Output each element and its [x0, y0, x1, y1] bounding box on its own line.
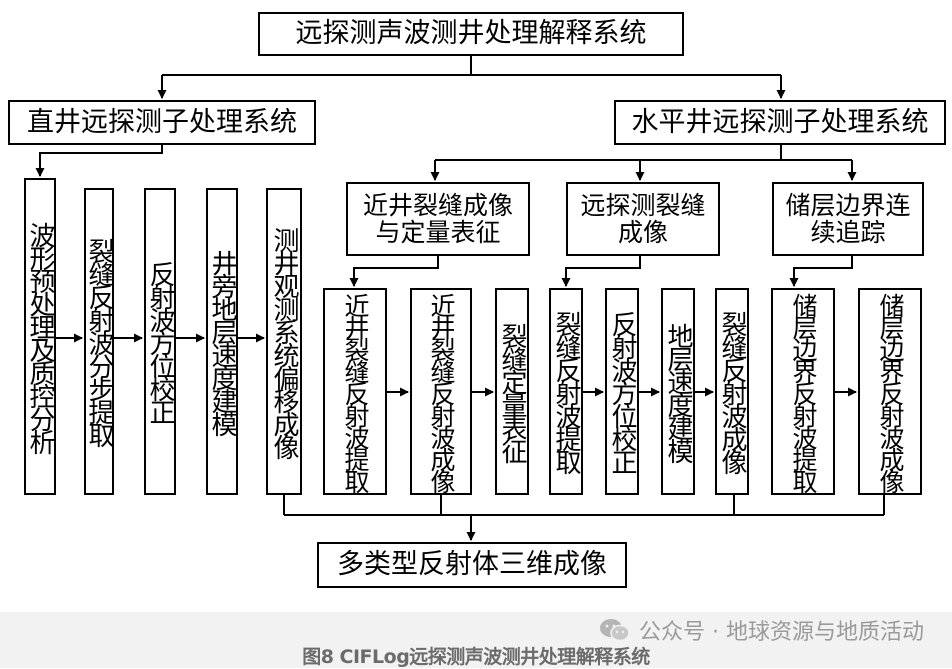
- connector-lines: [35, 56, 885, 541]
- far-step-3-box: 地层速度建模: [661, 288, 695, 495]
- footer: 公众号 · 地球资源与地质活动 图8 CIFLog远探测声波测井处理解释系统: [0, 612, 952, 668]
- near-well-step-1-box: 近井裂缝反射波提取: [323, 288, 387, 495]
- far-step-2-label: 反射波方位校正: [607, 311, 638, 472]
- vertical-step-3-box: 反射波方位校正: [144, 188, 176, 495]
- near-well-step-2-label: 近井裂缝反射波成像: [427, 292, 456, 491]
- far-step-2-box: 反射波方位校正: [605, 288, 639, 495]
- boundary-step-2-box: 储层边界反射波成像: [858, 288, 922, 495]
- horizontal-subsystem-label: 水平井远探测子处理系统: [631, 106, 929, 138]
- watermark-text: 公众号 · 地球资源与地质活动: [639, 620, 924, 645]
- near-well-group-box: 近井裂缝成像与定量表征: [346, 182, 530, 256]
- vertical-step-2-box: 裂缝反射波分步提取: [84, 188, 114, 495]
- far-step-4-label: 裂缝反射波成像: [717, 311, 748, 472]
- near-well-step-3-label: 裂缝定量表征: [497, 322, 528, 461]
- vertical-step-4-box: 井旁地层速度建模: [206, 188, 238, 495]
- boundary-step-1-box: 储层边界反射波提取: [771, 288, 835, 495]
- watermark: 公众号 · 地球资源与地质活动: [599, 614, 924, 646]
- result-box: 多类型反射体三维成像: [317, 542, 627, 588]
- near-well-step-1-label: 近井裂缝反射波提取: [341, 292, 370, 491]
- near-well-step-3-box: 裂缝定量表征: [495, 288, 529, 495]
- near-well-step-2-box: 近井裂缝反射波成像: [410, 288, 472, 495]
- root-system-label: 远探测声波测井处理解释系统: [295, 18, 647, 50]
- vertical-step-4-label: 井旁地层速度建模: [207, 249, 238, 434]
- far-detection-group-box: 远探测裂缝成像: [566, 182, 720, 256]
- vertical-step-1-label: 波形预处理及质控分析: [25, 221, 56, 452]
- far-step-1-box: 裂缝反射波提取: [549, 288, 583, 495]
- boundary-group-label: 储层边界连续追踪: [785, 191, 911, 247]
- vertical-subsystem-label: 直井远探测子处理系统: [27, 106, 297, 138]
- far-step-4-box: 裂缝反射波成像: [715, 288, 749, 495]
- figure-caption: 图8 CIFLog远探测声波测井处理解释系统: [302, 646, 650, 668]
- near-well-group-label: 近井裂缝成像与定量表征: [362, 191, 513, 247]
- vertical-step-2-label: 裂缝反射波分步提取: [84, 238, 115, 445]
- root-system-box: 远探测声波测井处理解释系统: [258, 12, 684, 56]
- boundary-group-box: 储层边界连续追踪: [772, 182, 924, 256]
- far-step-1-label: 裂缝反射波提取: [551, 311, 582, 472]
- far-step-3-label: 地层速度建模: [663, 322, 694, 461]
- horizontal-subsystem-box: 水平井远探测子处理系统: [614, 100, 946, 145]
- vertical-step-1-box: 波形预处理及质控分析: [24, 178, 56, 495]
- far-detection-group-label: 远探测裂缝成像: [580, 191, 706, 247]
- boundary-step-1-label: 储层边界反射波提取: [789, 292, 818, 491]
- flowchart: 远探测声波测井处理解释系统 直井远探测子处理系统 波形预处理及质控分析 裂缝反射…: [8, 12, 946, 588]
- vertical-step-5-label: 测井观测系统偏移成像: [269, 226, 300, 457]
- vertical-subsystem-box: 直井远探测子处理系统: [8, 100, 316, 145]
- vertical-step-5-box: 测井观测系统偏移成像: [266, 188, 302, 495]
- vertical-step-3-label: 反射波方位校正: [145, 261, 176, 422]
- boundary-step-2-label: 储层边界反射波成像: [876, 292, 905, 491]
- result-label: 多类型反射体三维成像: [337, 549, 607, 581]
- wechat-icon: [600, 619, 630, 642]
